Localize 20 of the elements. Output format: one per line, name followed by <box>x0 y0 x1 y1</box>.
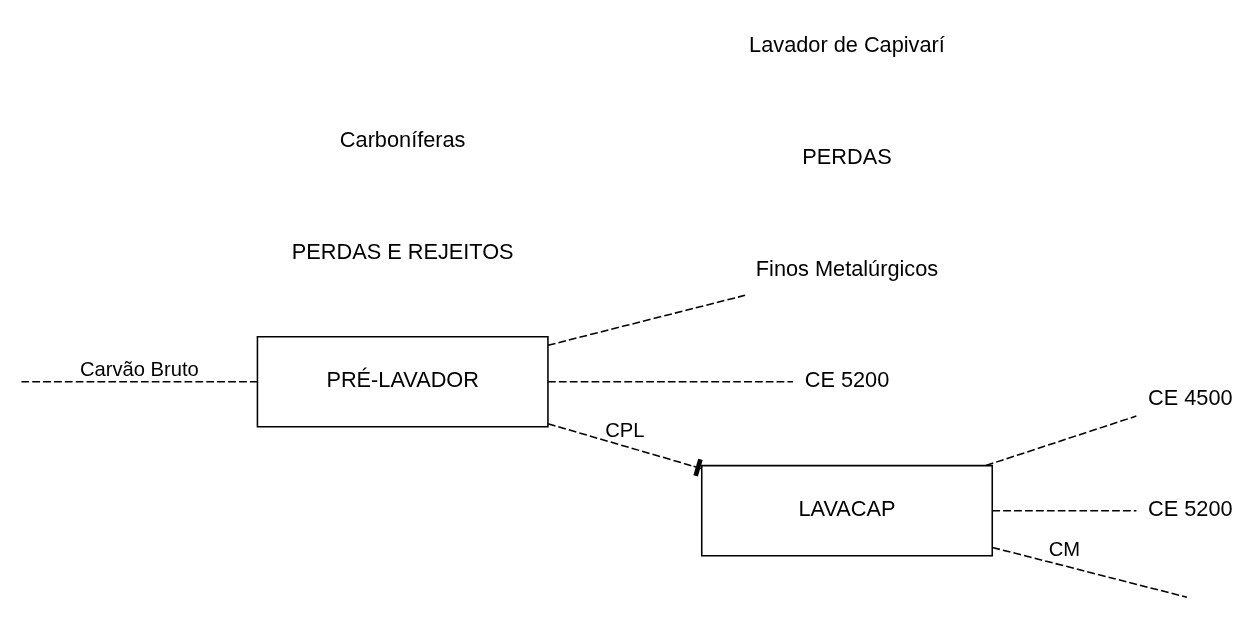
node-text: CE 5200 <box>1148 496 1233 522</box>
node-box: PRÉ-LAVADOR <box>256 335 549 428</box>
label: Carboníferas <box>339 126 466 152</box>
label: PERDAS E REJEITOS <box>291 238 514 264</box>
connector <box>20 380 258 383</box>
node-text: CE 5200 <box>804 367 890 393</box>
node-text: Finos Metalúrgicos <box>755 255 939 281</box>
node-text: CE 4500 <box>1148 384 1233 410</box>
label: Lavador de Capivarí <box>749 31 945 57</box>
edge-label: Carvão Bruto <box>79 358 199 381</box>
connector <box>547 423 703 477</box>
edge-label: CPL <box>605 418 645 441</box>
edge-label: CM <box>1048 538 1081 561</box>
connector <box>991 546 1188 598</box>
node-box: LAVACAP <box>700 464 994 557</box>
connector <box>547 380 794 383</box>
label: PERDAS <box>802 143 892 169</box>
connector <box>985 415 1138 467</box>
connector <box>991 509 1138 512</box>
connector <box>547 294 746 347</box>
